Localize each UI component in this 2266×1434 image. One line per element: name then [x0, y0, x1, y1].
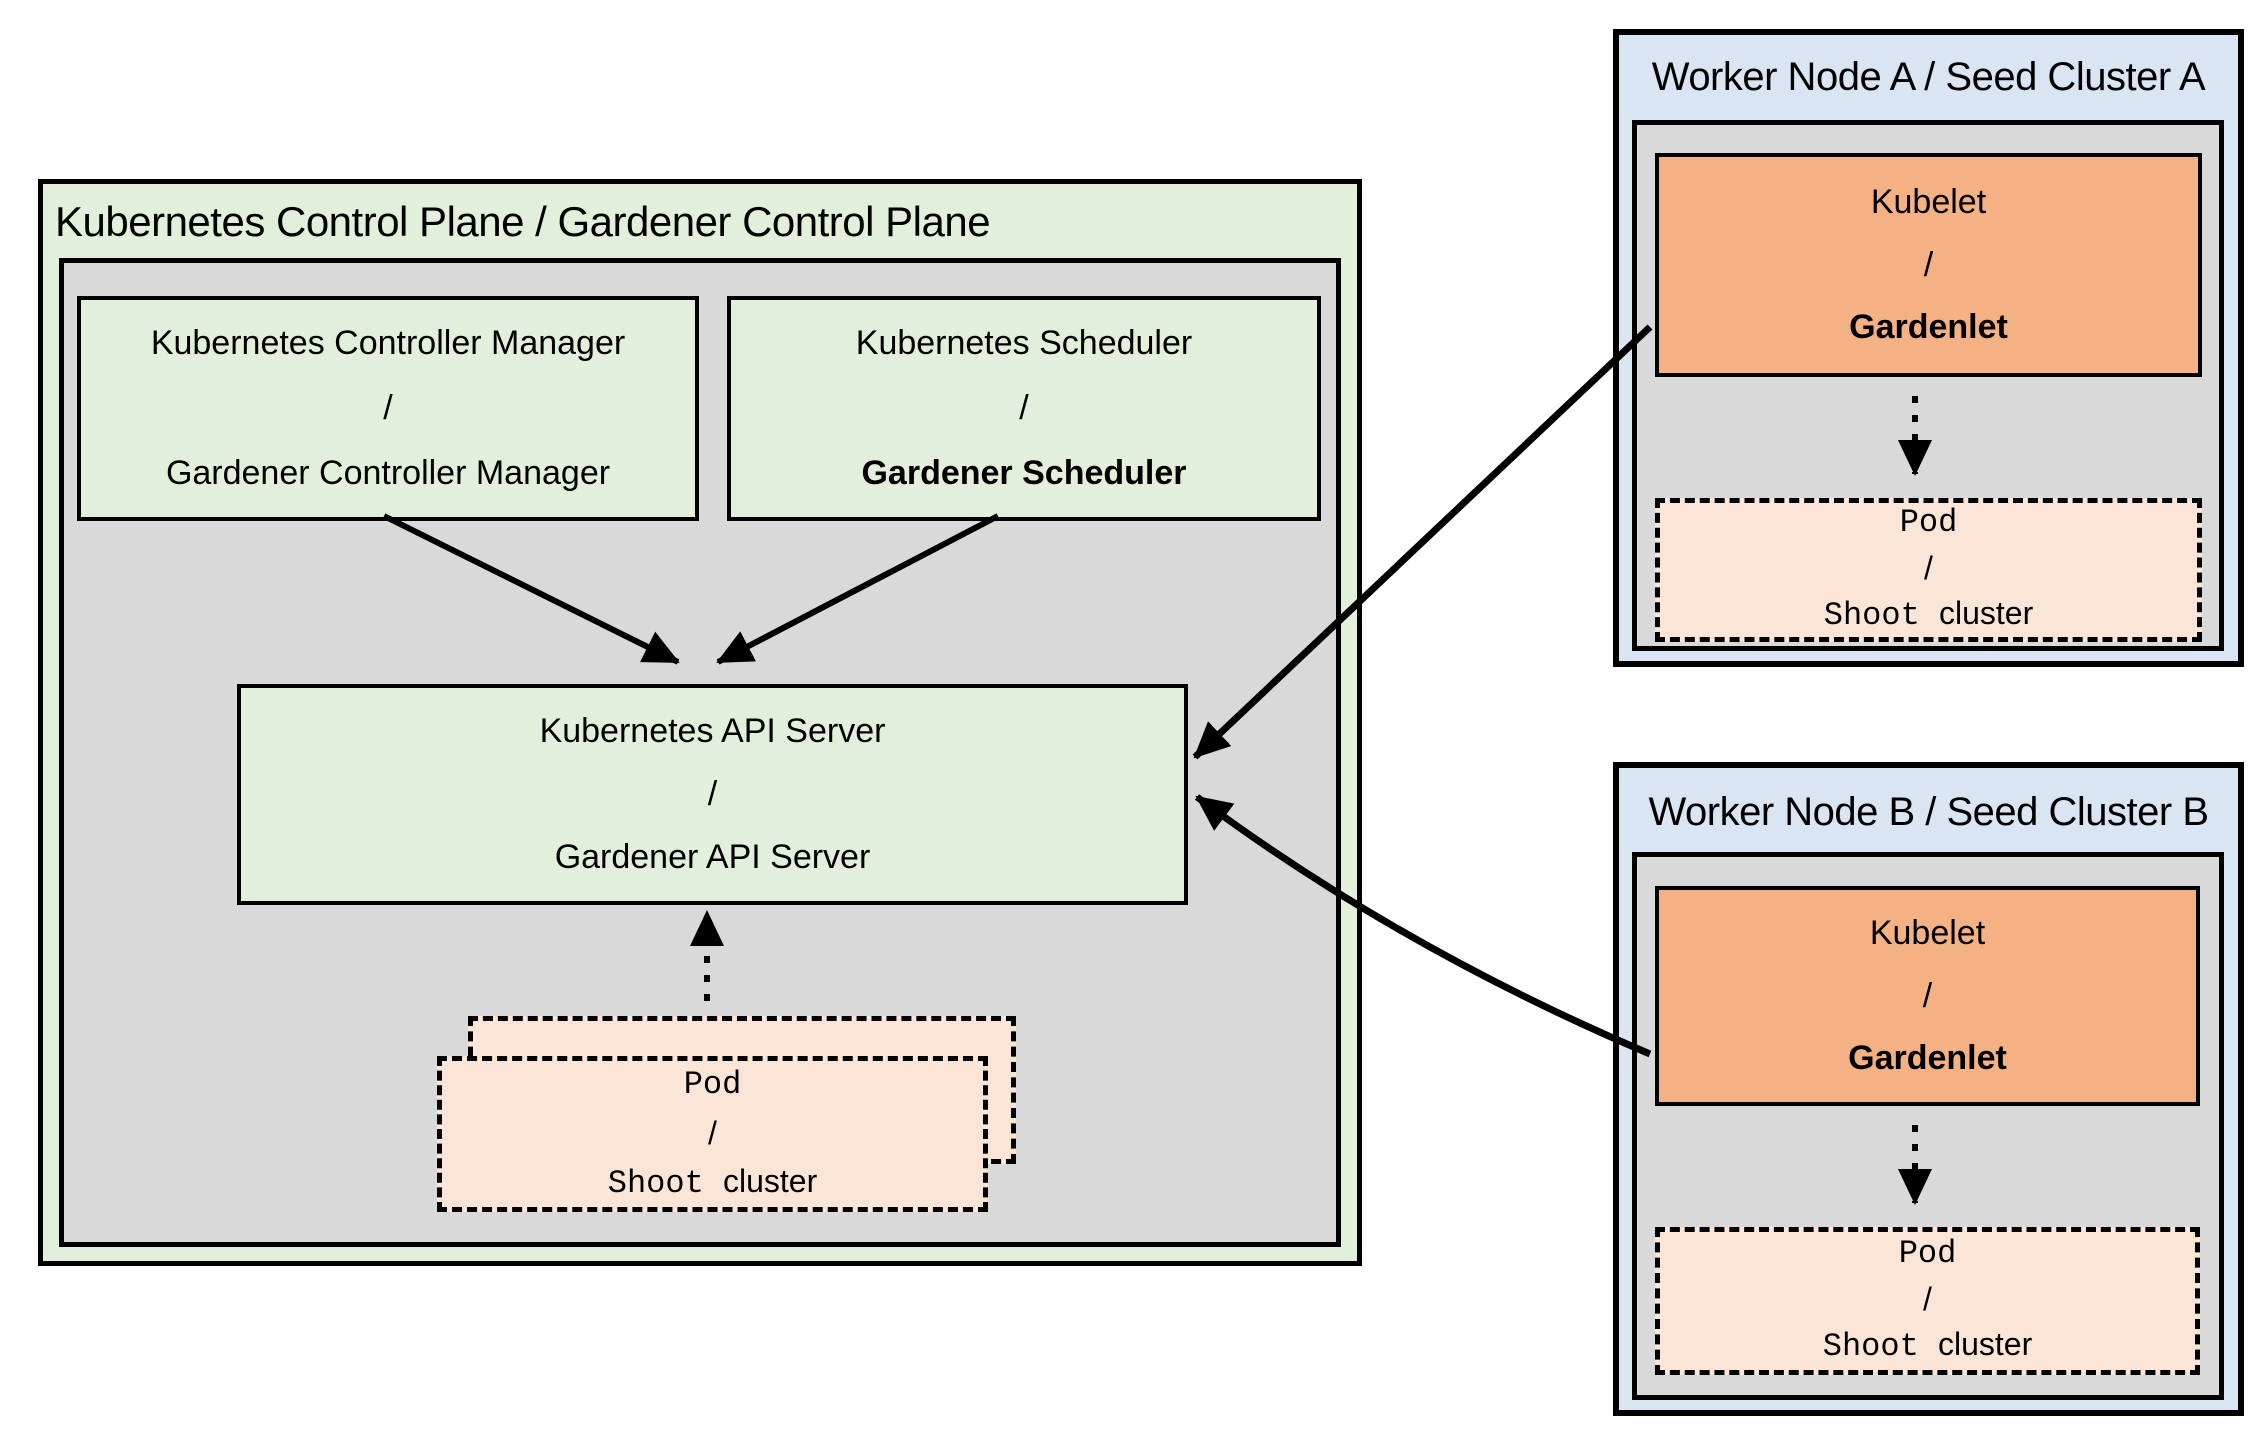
api-server-sep: /	[707, 775, 718, 814]
pod-stack-bottom: Shoot cluster	[607, 1162, 818, 1202]
controller-manager-bottom: Gardener Controller Manager	[165, 454, 611, 493]
scheduler-bottom: Gardener Scheduler	[861, 454, 1187, 493]
pod-b-box: Pod / Shoot cluster	[1655, 1227, 2200, 1375]
pod-stack-top: Pod	[683, 1065, 742, 1103]
control-plane-title: Kubernetes Control Plane / Gardener Cont…	[55, 198, 991, 245]
pod-stack-front-box: Pod / Shoot cluster	[437, 1056, 988, 1212]
scheduler-top: Kubernetes Scheduler	[855, 323, 1193, 362]
api-server-top: Kubernetes API Server	[539, 712, 886, 751]
kubelet-b-box: Kubelet / Gardenlet	[1655, 886, 2200, 1106]
kubelet-b-top: Kubelet	[1869, 913, 1986, 952]
kubelet-a-box: Kubelet / Gardenlet	[1655, 153, 2202, 377]
kubelet-a-sep: /	[1923, 245, 1934, 284]
worker-node-a-inner-panel: Kubelet / Gardenlet Pod / Shoot cluster	[1632, 120, 2224, 651]
worker-node-a-box: Worker Node A / Seed Cluster A Kubelet /…	[1613, 29, 2244, 667]
pod-b-sep: /	[1923, 1281, 1932, 1318]
kubelet-a-top: Kubelet	[1870, 182, 1987, 221]
worker-node-a-title: Worker Node A / Seed Cluster A	[1651, 55, 2206, 99]
control-plane-inner-panel: Kubernetes Controller Manager / Gardener…	[59, 258, 1341, 1247]
pod-b-top: Pod	[1898, 1235, 1957, 1273]
pod-a-bottom: Shoot cluster	[1823, 594, 2034, 634]
scheduler-sep: /	[1019, 388, 1029, 427]
api-server-bottom: Gardener API Server	[554, 837, 871, 876]
worker-node-b-inner-panel: Kubelet / Gardenlet Pod / Shoot cluster	[1632, 852, 2224, 1400]
api-server-box: Kubernetes API Server / Gardener API Ser…	[237, 684, 1188, 905]
worker-node-b-box: Worker Node B / Seed Cluster B Kubelet /…	[1613, 762, 2244, 1416]
pod-stack-sep: /	[708, 1114, 717, 1151]
scheduler-box: Kubernetes Scheduler / Gardener Schedule…	[727, 296, 1321, 521]
controller-manager-top: Kubernetes Controller Manager	[150, 323, 626, 362]
kubelet-b-bottom: Gardenlet	[1848, 1039, 2007, 1078]
kubelet-a-bottom: Gardenlet	[1849, 308, 2008, 347]
worker-node-b-title: Worker Node B / Seed Cluster B	[1648, 790, 2209, 834]
pod-a-sep: /	[1924, 550, 1933, 587]
pod-b-bottom: Shoot cluster	[1822, 1325, 2033, 1365]
controller-manager-sep: /	[383, 388, 393, 427]
kubelet-b-sep: /	[1922, 976, 1933, 1015]
pod-a-box: Pod / Shoot cluster	[1655, 498, 2202, 642]
controller-manager-box: Kubernetes Controller Manager / Gardener…	[77, 296, 699, 521]
pod-a-top: Pod	[1899, 504, 1958, 542]
control-plane-box: Kubernetes Control Plane / Gardener Cont…	[38, 179, 1362, 1266]
